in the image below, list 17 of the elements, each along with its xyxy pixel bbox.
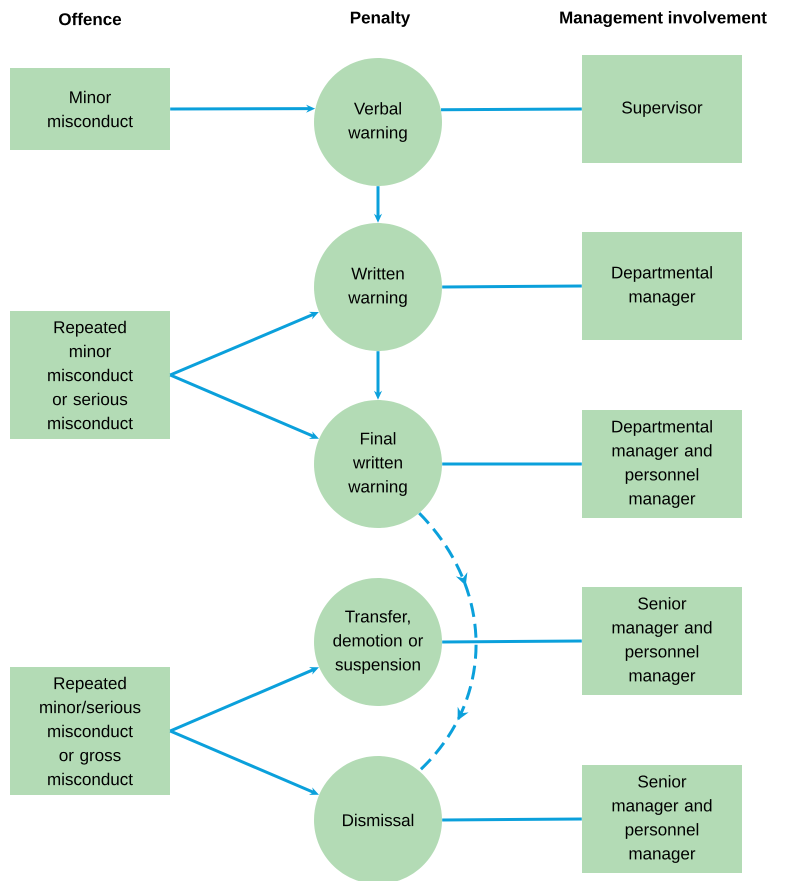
management-box: Supervisor bbox=[582, 55, 742, 163]
management-box: Senior manager and personnel manager bbox=[582, 765, 742, 873]
dashed-arrow bbox=[418, 512, 478, 772]
connector-line bbox=[442, 284, 582, 288]
connector-line bbox=[441, 108, 582, 112]
management-box: Departmental manager bbox=[582, 232, 742, 340]
connector-line bbox=[442, 462, 582, 466]
column-heading: Offence bbox=[59, 12, 122, 26]
connector-line bbox=[442, 818, 582, 822]
connector-line bbox=[442, 640, 582, 644]
column-heading: Management involvement bbox=[560, 11, 767, 27]
management-box: Senior manager and personnel manager bbox=[582, 587, 742, 695]
offence-box: Minor misconduct bbox=[10, 68, 170, 150]
offence-box: Repeated minor/serious misconduct or gross misconduct bbox=[10, 667, 170, 795]
column-heading: Penalty bbox=[350, 11, 410, 27]
management-box: Departmental manager and personnel manager bbox=[582, 410, 742, 518]
offence-box: Repeated minor misconduct or serious misconduct bbox=[10, 311, 170, 439]
